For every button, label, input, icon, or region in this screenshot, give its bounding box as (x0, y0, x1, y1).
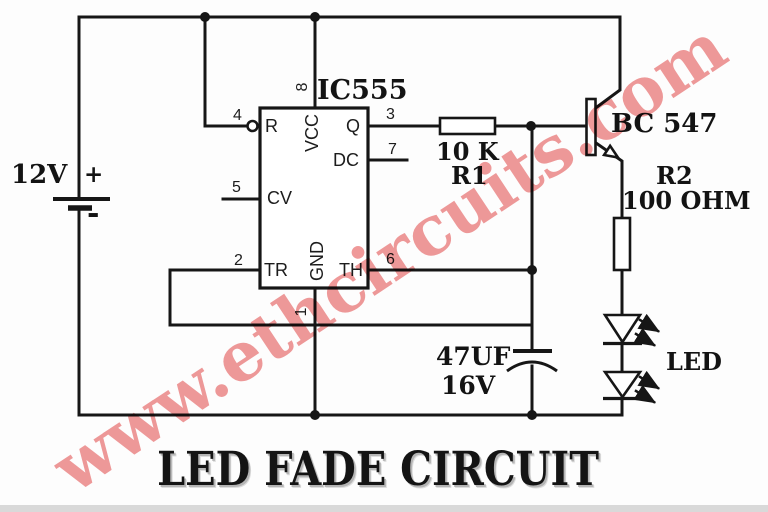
reset-inverter-circle (246, 119, 259, 133)
ic555-body (258, 106, 370, 290)
resistor-r2-symbol (612, 216, 632, 272)
pin-number-7: 7 (388, 141, 397, 158)
resistor-r1-symbol (438, 116, 497, 136)
pin-number-3: 3 (386, 106, 395, 123)
battery-plus-sign: + (84, 161, 104, 188)
capacitor-symbol (506, 349, 558, 373)
r1-value-label: 10 K (436, 137, 499, 166)
pin-label-output: Q (346, 116, 361, 136)
r2-name-label: R2 (656, 161, 693, 190)
pin-number-2: 2 (234, 252, 243, 269)
junction-dots (200, 12, 537, 420)
bottom-strip (0, 505, 768, 512)
pin-number-6: 6 (386, 251, 395, 268)
led1-symbol (602, 313, 661, 347)
pin-label-control: CV (267, 188, 293, 208)
led-label: LED (666, 347, 722, 376)
pin-label-trigger: TR (264, 260, 288, 280)
pin-number-8: 8 (294, 82, 311, 92)
wire-network (77, 15, 624, 417)
capacitor-value-label: 47UF (436, 342, 511, 371)
battery-symbol (53, 197, 110, 211)
r2-value-label: 100 OHM (622, 186, 751, 215)
battery-voltage-label: 12V (11, 160, 68, 190)
pin-label-vcc: VCC (302, 113, 322, 153)
pin-number-4: 4 (233, 107, 242, 124)
r1-name-label: R1 (451, 161, 488, 190)
pin-label-reset: R (265, 116, 278, 136)
transistor-label: BC 547 (611, 109, 718, 139)
led2-symbol (602, 370, 661, 404)
pin-label-discharge: DC (333, 150, 359, 170)
capacitor-rating-label: 16V (441, 371, 496, 400)
pin-number-5: 5 (232, 179, 241, 196)
transistor-bc547-symbol (585, 97, 621, 160)
page-title: LED FADE CIRCUIT (157, 442, 599, 497)
battery-minus-sign: - (87, 196, 100, 231)
pin-label-threshold: TH (339, 260, 363, 280)
ic555-label: IC555 (317, 75, 408, 106)
